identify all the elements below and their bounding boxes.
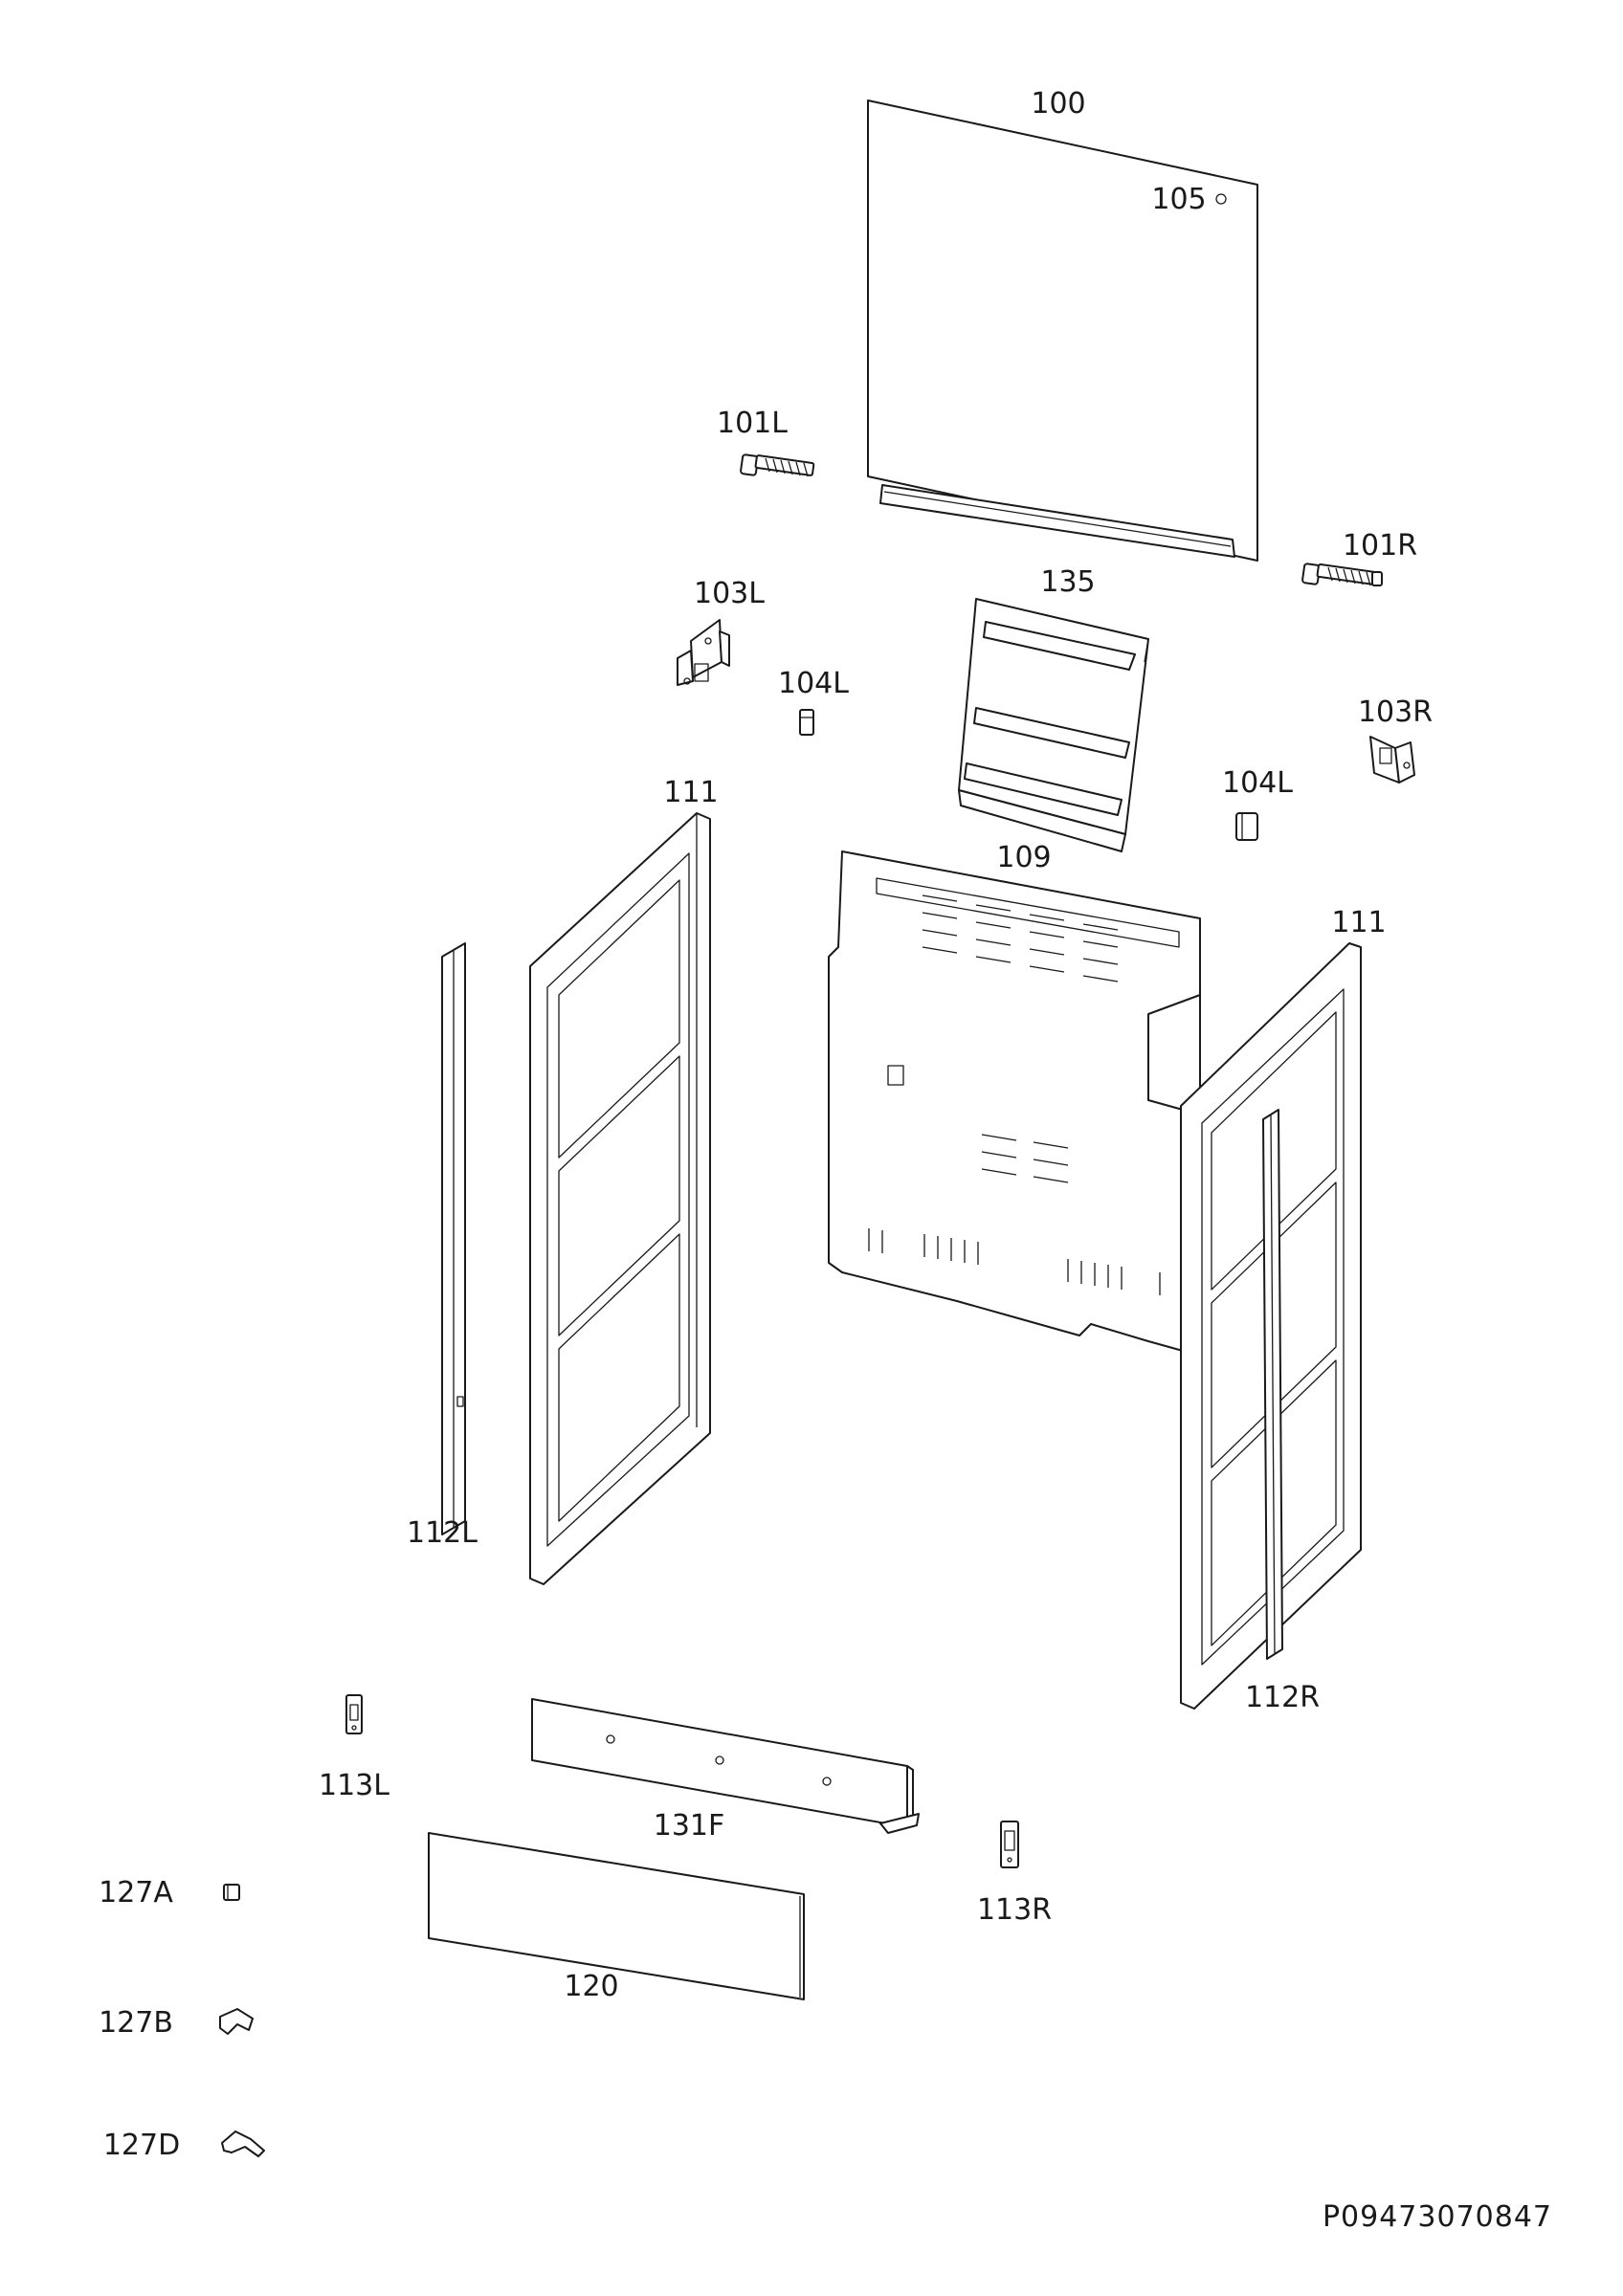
part-103L-bracket xyxy=(677,619,730,686)
label-131F: 131F xyxy=(653,1809,725,1843)
part-127D-clip xyxy=(221,2130,265,2157)
part-104L-clip-upper xyxy=(799,709,814,736)
label-111-right: 111 xyxy=(1331,906,1387,939)
part-100-top-panel xyxy=(867,99,1258,562)
part-113R-bracket xyxy=(1000,1821,1019,1868)
part-127A-clip xyxy=(223,1884,240,1901)
part-127B-clip xyxy=(219,2008,254,2035)
label-103L: 103L xyxy=(694,577,765,610)
label-135: 135 xyxy=(1040,565,1096,599)
label-112R: 112R xyxy=(1244,1681,1321,1714)
label-104L-upper: 104L xyxy=(778,667,849,700)
part-120-front-panel xyxy=(428,1832,805,2000)
part-103R-bracket xyxy=(1369,736,1415,784)
label-113L: 113L xyxy=(319,1769,389,1802)
vent-slots-middle xyxy=(981,1134,1069,1183)
part-101L-hinge-spring xyxy=(740,453,815,477)
vent-slots-upper xyxy=(922,894,1119,982)
part-111-left-frame xyxy=(529,812,711,1585)
part-131F-front-rail xyxy=(531,1698,920,1834)
label-127D: 127D xyxy=(102,2129,181,2162)
part-101R-hinge-spring xyxy=(1301,563,1383,586)
label-105: 105 xyxy=(1151,183,1207,216)
drawing-number: P09473070847 xyxy=(1322,2200,1552,2234)
part-112R-rail xyxy=(1262,1109,1283,1660)
label-127B: 127B xyxy=(99,2006,173,2040)
label-103R: 103R xyxy=(1357,695,1434,729)
label-109: 109 xyxy=(996,841,1052,874)
label-104L-lower: 104L xyxy=(1222,766,1293,800)
part-112L-rail xyxy=(441,942,466,1535)
part-113L-bracket xyxy=(345,1694,363,1734)
vent-slots-lower xyxy=(868,1228,1161,1295)
label-127A: 127A xyxy=(99,1876,173,1910)
part-104L-clip-lower xyxy=(1235,812,1258,841)
label-101R: 101R xyxy=(1342,529,1418,563)
label-113R: 113R xyxy=(976,1893,1053,1927)
label-101L: 101L xyxy=(717,407,788,440)
part-109-back-panel xyxy=(828,850,1201,1352)
label-112L: 112L xyxy=(407,1516,478,1550)
label-120: 120 xyxy=(564,1970,619,2003)
part-135-shield xyxy=(958,598,1149,852)
label-111-left: 111 xyxy=(663,776,719,809)
label-100: 100 xyxy=(1031,87,1086,121)
